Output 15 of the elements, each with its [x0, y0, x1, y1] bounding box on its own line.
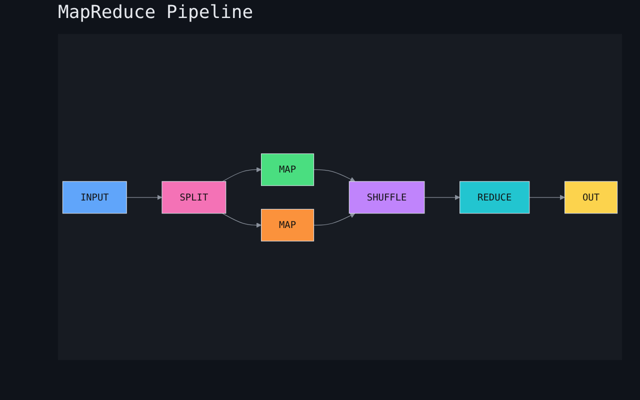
arrow [222, 166, 262, 182]
arrow [424, 194, 460, 200]
node-box: MAP [260, 153, 314, 186]
node-box: OUT [564, 180, 618, 214]
node-box: SPLIT [162, 180, 226, 214]
diagram-title: MapReduce Pipeline [58, 2, 254, 23]
node-box: REDUCE [460, 180, 530, 214]
node-box: INPUT [62, 180, 127, 214]
arrow [313, 212, 356, 226]
node-box: MAP [260, 208, 314, 241]
node-box: SHUFFLE [348, 180, 425, 214]
arrow [529, 194, 566, 200]
arrow [126, 194, 162, 200]
arrow [313, 168, 356, 182]
arrow [222, 212, 262, 228]
